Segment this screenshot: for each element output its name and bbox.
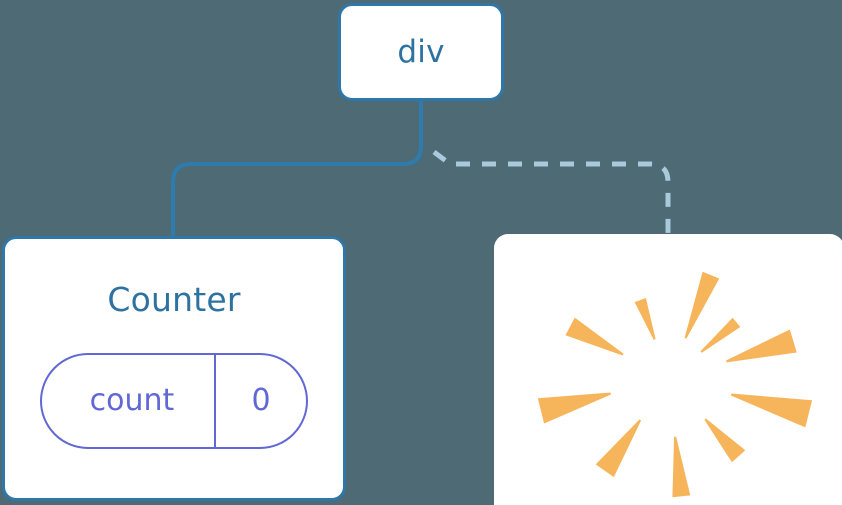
state-key: count: [89, 383, 175, 418]
node-div[interactable]: div: [338, 3, 504, 101]
burst-ray-1: [684, 271, 720, 339]
burst-ray-3: [726, 329, 797, 363]
edge-div-to-counter: [171, 101, 423, 238]
sparkle-burst-icon: [537, 271, 813, 498]
state-pill-count[interactable]: count 0: [40, 353, 308, 449]
node-burst[interactable]: [494, 234, 842, 505]
node-counter[interactable]: Counter count 0: [2, 236, 346, 501]
burst-ray-4: [730, 393, 813, 428]
burst-ray-6: [672, 436, 691, 498]
burst-ray-8: [537, 392, 611, 424]
burst-ray-group: [537, 271, 813, 498]
burst-ray-9: [565, 317, 624, 356]
state-value: 0: [214, 355, 306, 447]
edge-div-to-burst: [432, 150, 671, 236]
burst-ray-2: [700, 317, 741, 353]
burst-ray-7: [595, 419, 642, 478]
node-div-label: div: [397, 33, 445, 70]
node-counter-label: Counter: [107, 280, 241, 319]
burst-ray-5: [704, 418, 746, 463]
burst-ray-10: [634, 298, 656, 340]
